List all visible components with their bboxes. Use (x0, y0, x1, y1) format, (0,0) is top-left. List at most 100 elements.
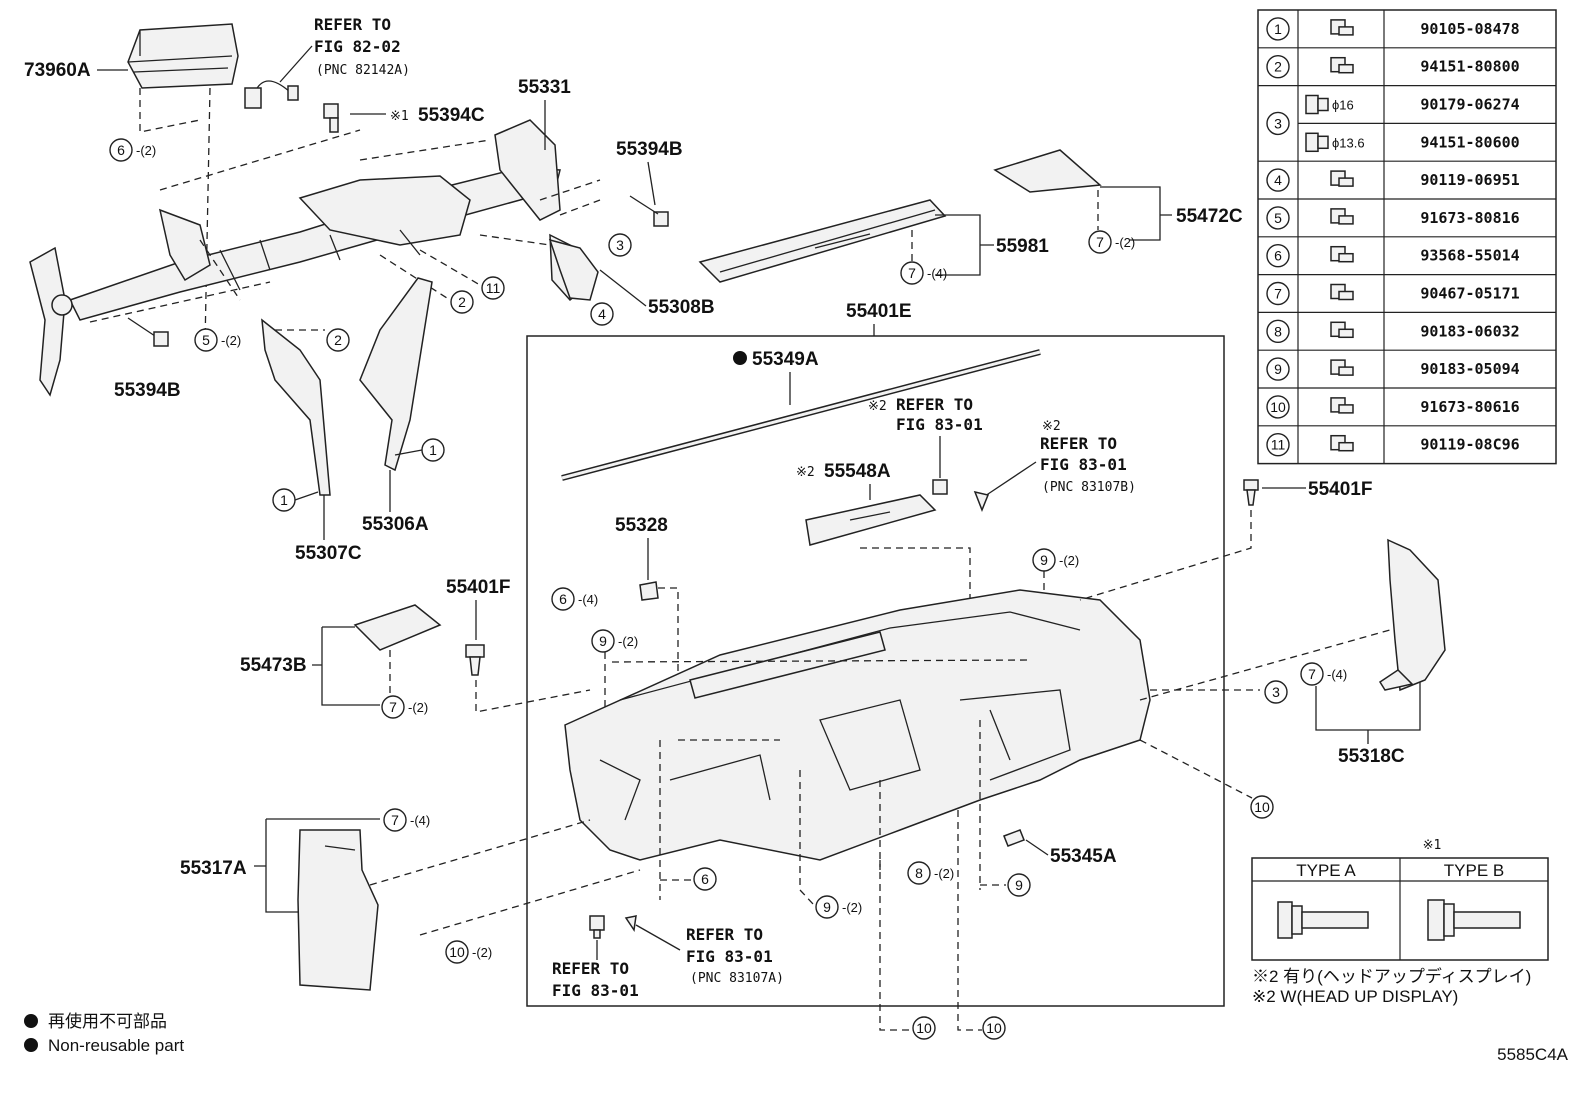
svg-text:-(2): -(2) (1115, 235, 1135, 250)
svg-text:10: 10 (1254, 799, 1270, 815)
side-panel-55318C-part (1378, 538, 1446, 692)
fastener-part-number: 94151-80600 (1420, 133, 1519, 151)
svg-text:FIG 83-01: FIG 83-01 (896, 415, 983, 434)
legend-en: Non-reusable part (48, 1036, 184, 1055)
label-55318C: 55318C (1338, 746, 1405, 767)
svg-text:9: 9 (1040, 552, 1048, 568)
svg-text:3: 3 (1272, 684, 1280, 700)
fastener-no-8: 8 (1274, 323, 1282, 339)
fastener-8-icon (1330, 321, 1354, 339)
svg-text:-(2): -(2) (136, 143, 156, 158)
fastener-no-2: 2 (1274, 59, 1282, 75)
svg-text:FIG 83-01: FIG 83-01 (686, 947, 773, 966)
bolt-55394C-part (323, 103, 339, 133)
fastener-no-1: 1 (1274, 21, 1282, 37)
svg-text:(PNC 83107B): (PNC 83107B) (1042, 480, 1136, 495)
fastener-no-3-icon (1266, 111, 1290, 136)
label-55401F-right: 55401F (1308, 479, 1372, 500)
svg-text:※1: ※1 (390, 109, 409, 124)
svg-text:6: 6 (559, 591, 567, 607)
label-55328: 55328 (615, 515, 668, 536)
svg-text:7: 7 (389, 699, 397, 715)
fastener-part-number: 94151-80800 (1420, 58, 1519, 76)
note-hud-en: ※2 W(HEAD UP DISPLAY) (1252, 987, 1458, 1006)
svg-text:-(4): -(4) (1327, 667, 1347, 682)
label-55317A: 55317A (180, 858, 247, 879)
svg-text:10: 10 (986, 1020, 1002, 1036)
svg-text:-(2): -(2) (221, 333, 241, 348)
svg-text:-(4): -(4) (578, 592, 598, 607)
clip-55401F-left-part (465, 644, 485, 676)
fastener-6-icon (1330, 245, 1354, 263)
label-55345A: 55345A (1050, 846, 1117, 867)
wire-connector-part (244, 80, 299, 109)
fastener-no-8-icon (1266, 319, 1290, 343)
fastener-no-4: 4 (1274, 172, 1282, 188)
svg-text:-(2): -(2) (1059, 553, 1079, 568)
svg-text:2: 2 (458, 294, 466, 310)
svg-text:※2: ※2 (796, 465, 815, 480)
fastener-3b-icon (1305, 132, 1329, 153)
svg-text:9: 9 (823, 899, 831, 915)
fastener-no-10: 10 (1270, 399, 1286, 415)
svg-text:REFER TO: REFER TO (552, 959, 629, 978)
screw-bottom-part (589, 915, 605, 939)
svg-text:※2: ※2 (1042, 419, 1061, 434)
fastener-part-number: 90183-05094 (1420, 360, 1519, 378)
screw-head-up-display-part (932, 479, 948, 495)
svg-text:(PNC 82142A): (PNC 82142A) (316, 63, 410, 78)
fastener-no-1-icon (1266, 17, 1290, 41)
instrument-panel-55401E-part (564, 589, 1151, 861)
fastener-size: ϕ16 (1332, 98, 1354, 113)
svg-text:※2: ※2 (868, 399, 887, 414)
type-table: TYPE A TYPE B (1251, 857, 1549, 961)
brace-55307C-part (261, 318, 331, 496)
label-55308B: 55308B (648, 297, 715, 318)
svg-text:3: 3 (616, 237, 624, 253)
svg-text:1: 1 (429, 442, 437, 458)
fastener-no-7: 7 (1274, 286, 1282, 302)
label-55401E: 55401E (846, 301, 912, 322)
label-55472C: 55472C (1176, 206, 1243, 227)
svg-text:7: 7 (1096, 234, 1104, 250)
fastener-no-2-icon (1266, 54, 1290, 79)
svg-text:(PNC 83107A): (PNC 83107A) (690, 971, 784, 986)
fastener-no-9-icon (1266, 357, 1290, 381)
svg-text:6: 6 (117, 142, 125, 158)
fastener-7-icon (1330, 283, 1354, 301)
fastener-no-11-icon (1266, 433, 1290, 457)
label-55306A: 55306A (362, 514, 429, 535)
svg-text:REFER TO: REFER TO (1040, 434, 1117, 453)
bracket-55308B-part (548, 238, 599, 301)
fastener-no-11: 11 (1271, 437, 1286, 453)
fastener-no-5-icon (1266, 206, 1290, 230)
svg-text:6: 6 (701, 871, 709, 887)
svg-text:-(4): -(4) (927, 266, 947, 281)
label-55548A: 55548A (824, 461, 891, 482)
fastener-part-number: 93568-55014 (1420, 247, 1519, 265)
bolt-55394B-left-part (127, 317, 169, 347)
fastener-part-number: 90179-06274 (1420, 96, 1519, 114)
svg-text:8: 8 (915, 865, 923, 881)
svg-text:10: 10 (449, 944, 465, 960)
fastener-no-6-icon (1266, 243, 1290, 268)
cover-55473B-part (353, 604, 442, 651)
fastener-no-7-icon (1266, 281, 1290, 306)
fastener-size: ϕ13.6 (1332, 135, 1365, 150)
svg-text:-(2): -(2) (408, 700, 428, 715)
svg-text:7: 7 (391, 812, 399, 828)
svg-text:2: 2 (334, 332, 342, 348)
fastener-3-icon (1305, 94, 1329, 115)
svg-text:REFER TO: REFER TO (314, 15, 391, 34)
brace-55306A-part (359, 277, 433, 472)
diagram-code: 5585C4A (1497, 1045, 1569, 1064)
fastener-part-number: 91673-80616 (1420, 398, 1519, 416)
svg-text:FIG 83-01: FIG 83-01 (552, 981, 639, 1000)
svg-text:-(2): -(2) (934, 866, 954, 881)
svg-text:1: 1 (280, 492, 288, 508)
legend-jp: 再使用不可部品 (48, 1011, 167, 1031)
svg-text:-(2): -(2) (842, 900, 862, 915)
fastener-part-number: 90105-08478 (1420, 20, 1519, 38)
svg-text:REFER TO: REFER TO (896, 395, 973, 414)
